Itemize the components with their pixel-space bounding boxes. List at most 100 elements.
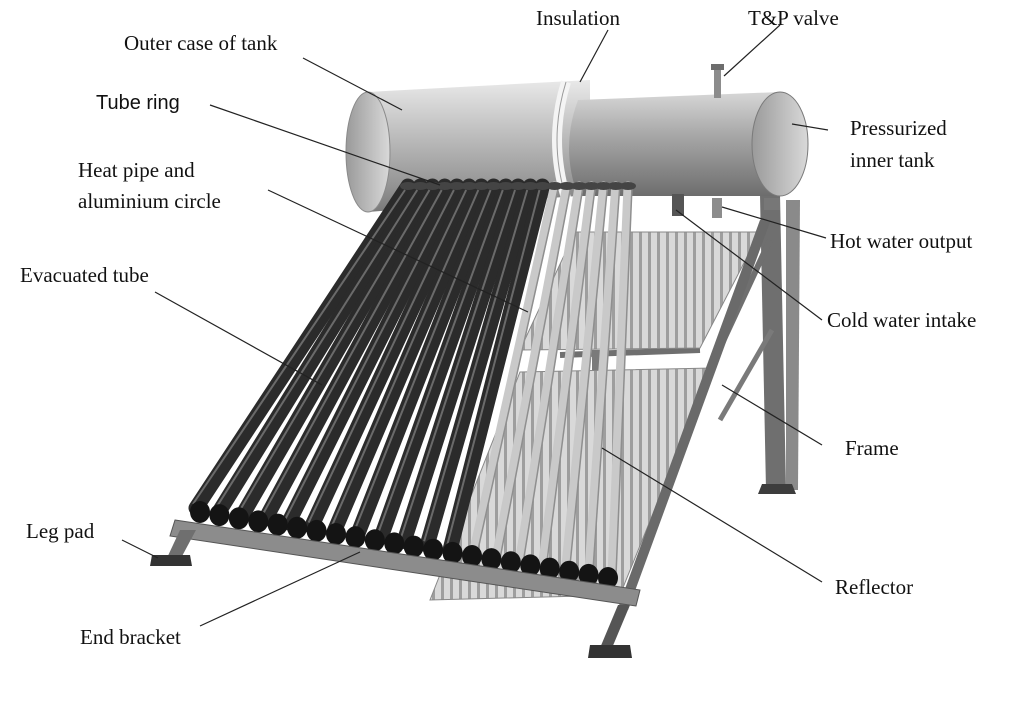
rear-foot-pad xyxy=(758,484,796,494)
tube-highlight xyxy=(376,189,504,535)
tube-end-cap xyxy=(598,567,618,589)
label-outer-case: Outer case of tank xyxy=(124,31,278,55)
tp-valve xyxy=(714,68,721,98)
heat-pipe-edge xyxy=(569,185,609,568)
evacuated-tube xyxy=(442,178,550,557)
tube-highlight xyxy=(400,189,516,538)
heat-pipe-array xyxy=(468,181,633,580)
tube-highlight xyxy=(353,189,492,531)
tube-ring xyxy=(546,182,563,190)
tube-highlight xyxy=(215,189,419,509)
tube-ring xyxy=(571,182,588,190)
heat-pipe xyxy=(561,181,609,573)
evacuated-tube xyxy=(257,178,453,527)
tube-end-cap xyxy=(326,523,346,545)
tube-end-cap xyxy=(539,557,560,580)
evacuated-tube xyxy=(234,178,440,523)
side-rail xyxy=(588,220,770,658)
tube-highlight xyxy=(192,189,406,505)
label-aluminium-circle: aluminium circle xyxy=(78,189,221,213)
tube-ring xyxy=(485,182,502,190)
tube-end-cap xyxy=(481,548,502,571)
heat-pipe-edge xyxy=(592,185,621,572)
heat-pipe-edge xyxy=(522,185,584,561)
tube-ring xyxy=(522,182,539,190)
evacuated-tube xyxy=(419,178,538,553)
tube-highlight xyxy=(446,189,541,546)
label-reflector: Reflector xyxy=(835,575,913,599)
evacuated-tube-array xyxy=(188,178,550,557)
tube-ring xyxy=(607,182,624,190)
heat-pipe xyxy=(491,181,572,561)
label-evacuated-tube: Evacuated tube xyxy=(20,263,149,287)
storage-tank xyxy=(345,64,809,218)
front-left-foot-pad xyxy=(150,555,192,566)
tube-end-cap xyxy=(345,526,366,549)
tube-ring xyxy=(448,182,465,190)
tube-end-cap xyxy=(209,504,230,527)
evacuated-tube xyxy=(211,178,428,520)
tube-end-cap xyxy=(403,535,424,558)
label-tp-valve: T&P valve xyxy=(748,6,839,30)
tube-ring xyxy=(558,182,575,190)
callout-labels: Insulation T&P valve Outer case of tank … xyxy=(20,6,976,649)
tube-end-cap xyxy=(520,554,541,577)
heat-pipe-edge xyxy=(615,185,633,576)
tube-ring xyxy=(461,182,478,190)
tube-highlight xyxy=(307,189,468,524)
rear-support-frame xyxy=(559,195,800,494)
tube-highlight xyxy=(284,189,455,520)
tube-end-cap xyxy=(578,563,599,586)
tube-end-cap xyxy=(462,545,482,567)
heat-pipe xyxy=(468,181,560,558)
tube-end-cap xyxy=(190,501,210,523)
tube-end-cap xyxy=(384,532,405,555)
tube-end-cap xyxy=(423,538,444,561)
evacuated-tube xyxy=(327,178,489,538)
evacuated-tube xyxy=(373,178,514,546)
tube-ring xyxy=(595,182,612,190)
cold-water-fitting xyxy=(672,194,684,216)
tube-highlight xyxy=(261,189,443,516)
tube-ring xyxy=(583,182,600,190)
tube-ring xyxy=(473,182,490,190)
label-inner-tank: inner tank xyxy=(850,148,935,172)
heat-pipe-edge xyxy=(545,185,597,564)
tube-end-cap xyxy=(287,516,308,539)
label-cold-water: Cold water intake xyxy=(827,308,976,332)
tube-ring xyxy=(620,182,636,190)
label-insulation: Insulation xyxy=(536,6,620,30)
tube-end-cap xyxy=(248,510,269,533)
heat-pipe xyxy=(515,181,584,565)
end-bracket xyxy=(150,519,641,607)
heat-pipe xyxy=(584,181,621,576)
tube-ring xyxy=(412,182,429,190)
tube-ring xyxy=(534,182,551,190)
tube-ring xyxy=(436,182,453,190)
label-tube-ring: Tube ring xyxy=(96,92,180,114)
tube-highlight xyxy=(330,189,480,527)
tube-end-cap xyxy=(364,529,385,552)
tube-highlight xyxy=(423,189,529,542)
tube-end-cap xyxy=(500,551,521,574)
tube-ring xyxy=(510,182,526,190)
label-frame: Frame xyxy=(845,436,899,460)
evacuated-tube xyxy=(304,178,477,535)
label-hot-water: Hot water output xyxy=(830,229,972,253)
heat-pipe-edge xyxy=(499,185,572,557)
heat-pipe-edge xyxy=(476,185,560,553)
heat-pipe xyxy=(607,181,633,580)
label-leg-pad: Leg pad xyxy=(26,519,95,543)
front-right-foot-pad xyxy=(588,645,632,658)
hot-water-fitting xyxy=(712,198,722,218)
tube-end-cap xyxy=(559,560,580,583)
tube-highlight xyxy=(238,189,431,512)
evacuated-tube xyxy=(280,178,465,531)
tube-end-caps xyxy=(190,182,636,589)
tube-end-cap xyxy=(267,513,288,536)
label-end-bracket: End bracket xyxy=(80,625,181,649)
leader-lines xyxy=(121,24,829,627)
heat-pipe xyxy=(538,181,596,569)
pressurized-inner-tank xyxy=(569,92,796,196)
